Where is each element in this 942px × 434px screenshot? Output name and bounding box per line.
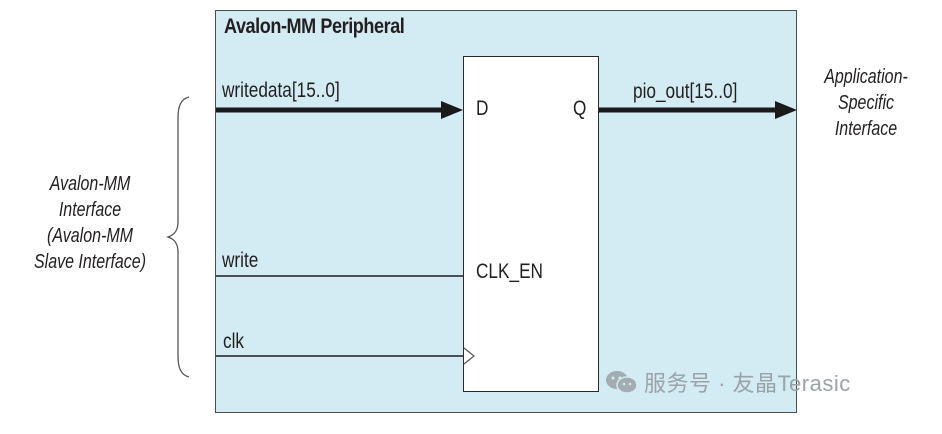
right-label-line-1: Application-: [824, 66, 908, 88]
write-label: write: [222, 249, 259, 272]
watermark: 服务号 · 友晶Terasic: [604, 366, 851, 398]
left-label-line-4: Slave Interface): [33, 251, 147, 273]
port-clk-en-label: CLK_EN: [476, 260, 543, 283]
pio-out-label: pio_out[15..0]: [633, 80, 738, 103]
curly-brace-icon: [165, 96, 190, 378]
register-block: [463, 56, 599, 392]
port-q-label: Q: [573, 97, 587, 120]
pio-out-arrow-icon: [775, 101, 797, 119]
watermark-text: 服务号 · 友晶Terasic: [644, 371, 851, 396]
application-specific-interface-label: Application- Specific Interface: [796, 64, 936, 142]
clock-edge-icon: [463, 347, 475, 365]
right-label-line-2: Specific: [837, 92, 895, 114]
port-d-label: D: [476, 97, 489, 120]
writedata-label: writedata[15..0]: [222, 79, 340, 102]
left-label-line-3: (Avalon-MM: [47, 225, 133, 247]
wechat-icon: [606, 371, 638, 394]
right-label-line-3: Interface: [834, 118, 898, 140]
left-label-line-2: Interface: [58, 199, 122, 221]
clk-label: clk: [223, 330, 245, 353]
writedata-arrow-icon: [441, 101, 463, 119]
peripheral-title: Avalon-MM Peripheral: [224, 15, 405, 38]
avalon-mm-interface-label: Avalon-MM Interface (Avalon-MM Slave Int…: [10, 171, 170, 275]
left-label-line-1: Avalon-MM: [49, 173, 131, 195]
